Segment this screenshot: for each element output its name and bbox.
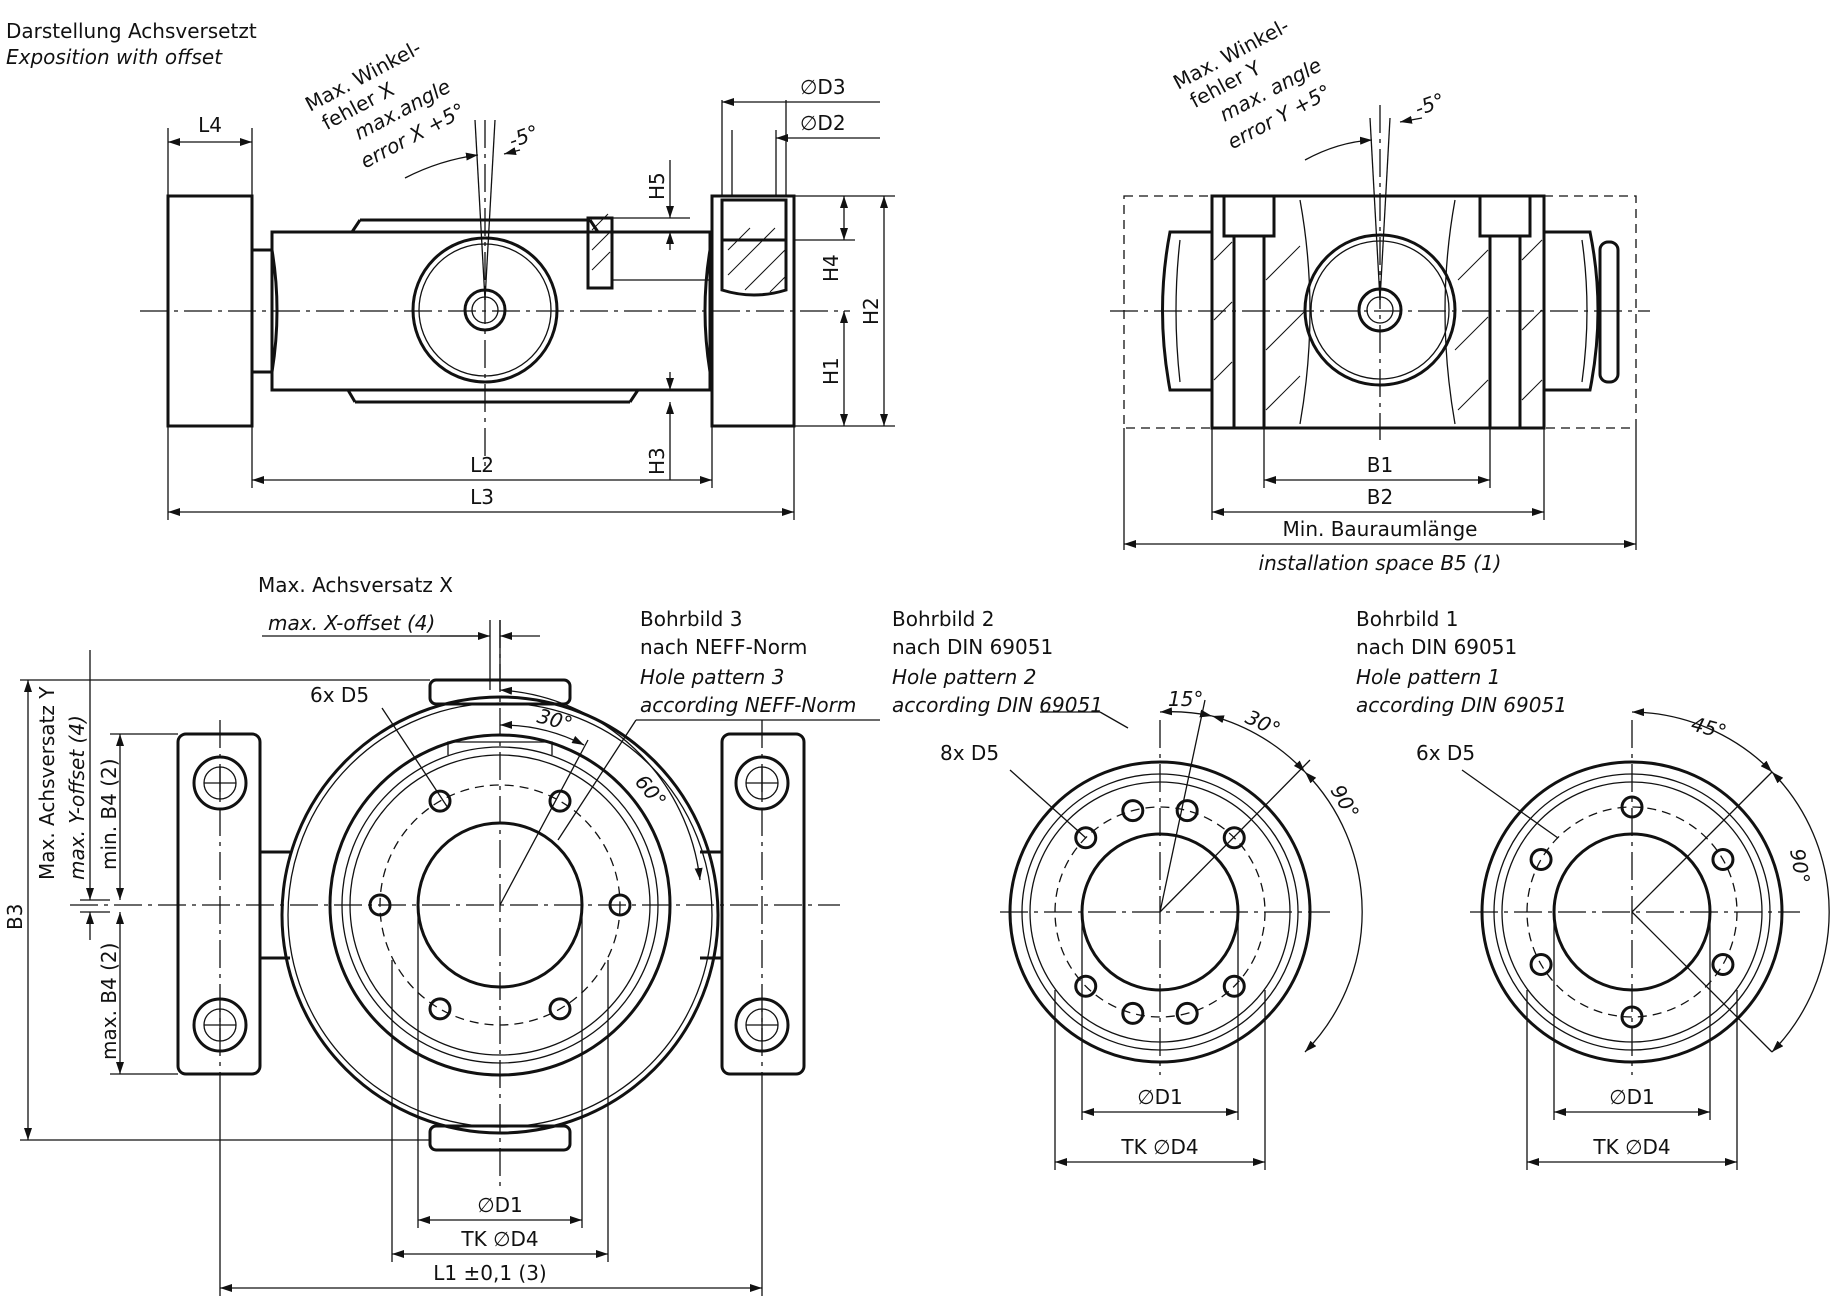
holes-p2: 8x D5 <box>940 741 999 765</box>
p2-hole-4 <box>1222 974 1246 998</box>
p3-hole-1 <box>428 789 452 813</box>
hole-pattern-2 <box>1000 699 1363 1170</box>
p3-hole-5 <box>428 997 452 1021</box>
p3-de2: nach NEFF-Norm <box>640 635 807 659</box>
dim-H3: H3 <box>645 447 669 475</box>
dim-D1-p3: ∅D1 <box>477 1193 523 1217</box>
p1-de1: Bohrbild 1 <box>1356 607 1458 631</box>
dim-minB4: min. B4 (2) <box>97 758 121 870</box>
p2-en1: Hole pattern 2 <box>892 665 1036 689</box>
dim-TKD4-p2: TK ∅D4 <box>1120 1135 1198 1159</box>
offset-x-en: max. X-offset (4) <box>268 611 435 635</box>
p1-hole-2 <box>1711 848 1735 871</box>
dim-B3: B3 <box>3 904 27 930</box>
p2-hole-3 <box>1222 826 1246 850</box>
p3-hole-2 <box>548 789 572 813</box>
angle-90-p1: 90° <box>1785 847 1815 886</box>
dim-D1-p2: ∅D1 <box>1137 1085 1183 1109</box>
holes-p3: 6x D5 <box>310 683 369 707</box>
dim-D3: ∅D3 <box>800 75 846 99</box>
angle-y-minus: -5° <box>1412 88 1448 121</box>
p2-hole-7 <box>1074 974 1098 998</box>
p2-hole-6 <box>1121 1001 1145 1025</box>
p2-hole-1 <box>1121 799 1145 823</box>
dim-H4: H4 <box>819 254 843 282</box>
dim-maxB4: max. B4 (2) <box>97 943 121 1060</box>
angle-x-minus: -5° <box>506 120 542 153</box>
dim-D1-p1: ∅D1 <box>1609 1085 1655 1109</box>
p2-hole-5 <box>1175 1001 1199 1025</box>
p1-en2: according DIN 69051 <box>1356 693 1567 717</box>
dim-B5-de: Min. Bauraumlänge <box>1283 517 1478 541</box>
dim-B5-en: installation space B5 (1) <box>1259 551 1502 575</box>
angle-x-label: Max. Winkel- fehler X max.angle error X … <box>301 35 469 173</box>
front-body <box>1210 194 1546 430</box>
side-view <box>140 98 895 520</box>
centre-disc <box>411 236 559 384</box>
dim-B1: B1 <box>1367 453 1393 477</box>
angle-90-p2: 90° <box>1326 781 1365 824</box>
dim-TKD4-p1: TK ∅D4 <box>1592 1135 1670 1159</box>
left-clamp <box>176 732 262 1076</box>
dim-L1: L1 ±0,1 (3) <box>433 1261 546 1285</box>
dim-L2: L2 <box>470 453 494 477</box>
title-en: Exposition with offset <box>6 45 223 69</box>
offset-y-en: max. Y-offset (4) <box>65 715 89 880</box>
p2-en2: according DIN 69051 <box>892 693 1103 717</box>
p1-hole-6 <box>1529 848 1553 871</box>
dim-D2: ∅D2 <box>800 111 846 135</box>
dim-L3: L3 <box>470 485 494 509</box>
offset-x-de: Max. Achsversatz X <box>258 573 453 597</box>
dim-H5: H5 <box>645 172 669 200</box>
screw-pocket <box>586 216 614 290</box>
right-clamp <box>720 732 806 1076</box>
dim-B2: B2 <box>1367 485 1393 509</box>
p3-en1: Hole pattern 3 <box>640 665 784 689</box>
p1-hole-5 <box>1529 953 1553 976</box>
dim-H2: H2 <box>859 297 883 325</box>
holes-p1: 6x D5 <box>1416 741 1475 765</box>
p1-de2: nach DIN 69051 <box>1356 635 1517 659</box>
p1-hole-3 <box>1711 953 1735 976</box>
p2-de1: Bohrbild 2 <box>892 607 994 631</box>
dim-TKD4-p3: TK ∅D4 <box>460 1227 538 1251</box>
title-de: Darstellung Achsversetzt <box>6 19 257 43</box>
p3-de1: Bohrbild 3 <box>640 607 742 631</box>
angle-30-p2: 30° <box>1242 705 1284 742</box>
p3-en2: according NEFF-Norm <box>640 693 856 717</box>
top-view <box>20 620 840 1296</box>
offset-y-de: Max. Achsversatz Y <box>35 686 59 880</box>
p3-hole-4 <box>548 997 572 1021</box>
p2-hole-2 <box>1175 799 1199 823</box>
p2-de2: nach DIN 69051 <box>892 635 1053 659</box>
hole-pattern-1 <box>1461 708 1830 1170</box>
angle-15-p2: 15° <box>1168 687 1203 711</box>
p1-en1: Hole pattern 1 <box>1356 665 1500 689</box>
p2-hole-8 <box>1074 826 1098 850</box>
front-view <box>1110 105 1650 550</box>
angle-y-label: Max. Winkel- fehler Y max. angle error Y… <box>1169 13 1335 154</box>
dim-L4: L4 <box>198 113 222 137</box>
dim-H1: H1 <box>819 357 843 385</box>
angle-45-p1: 45° <box>1689 712 1729 744</box>
